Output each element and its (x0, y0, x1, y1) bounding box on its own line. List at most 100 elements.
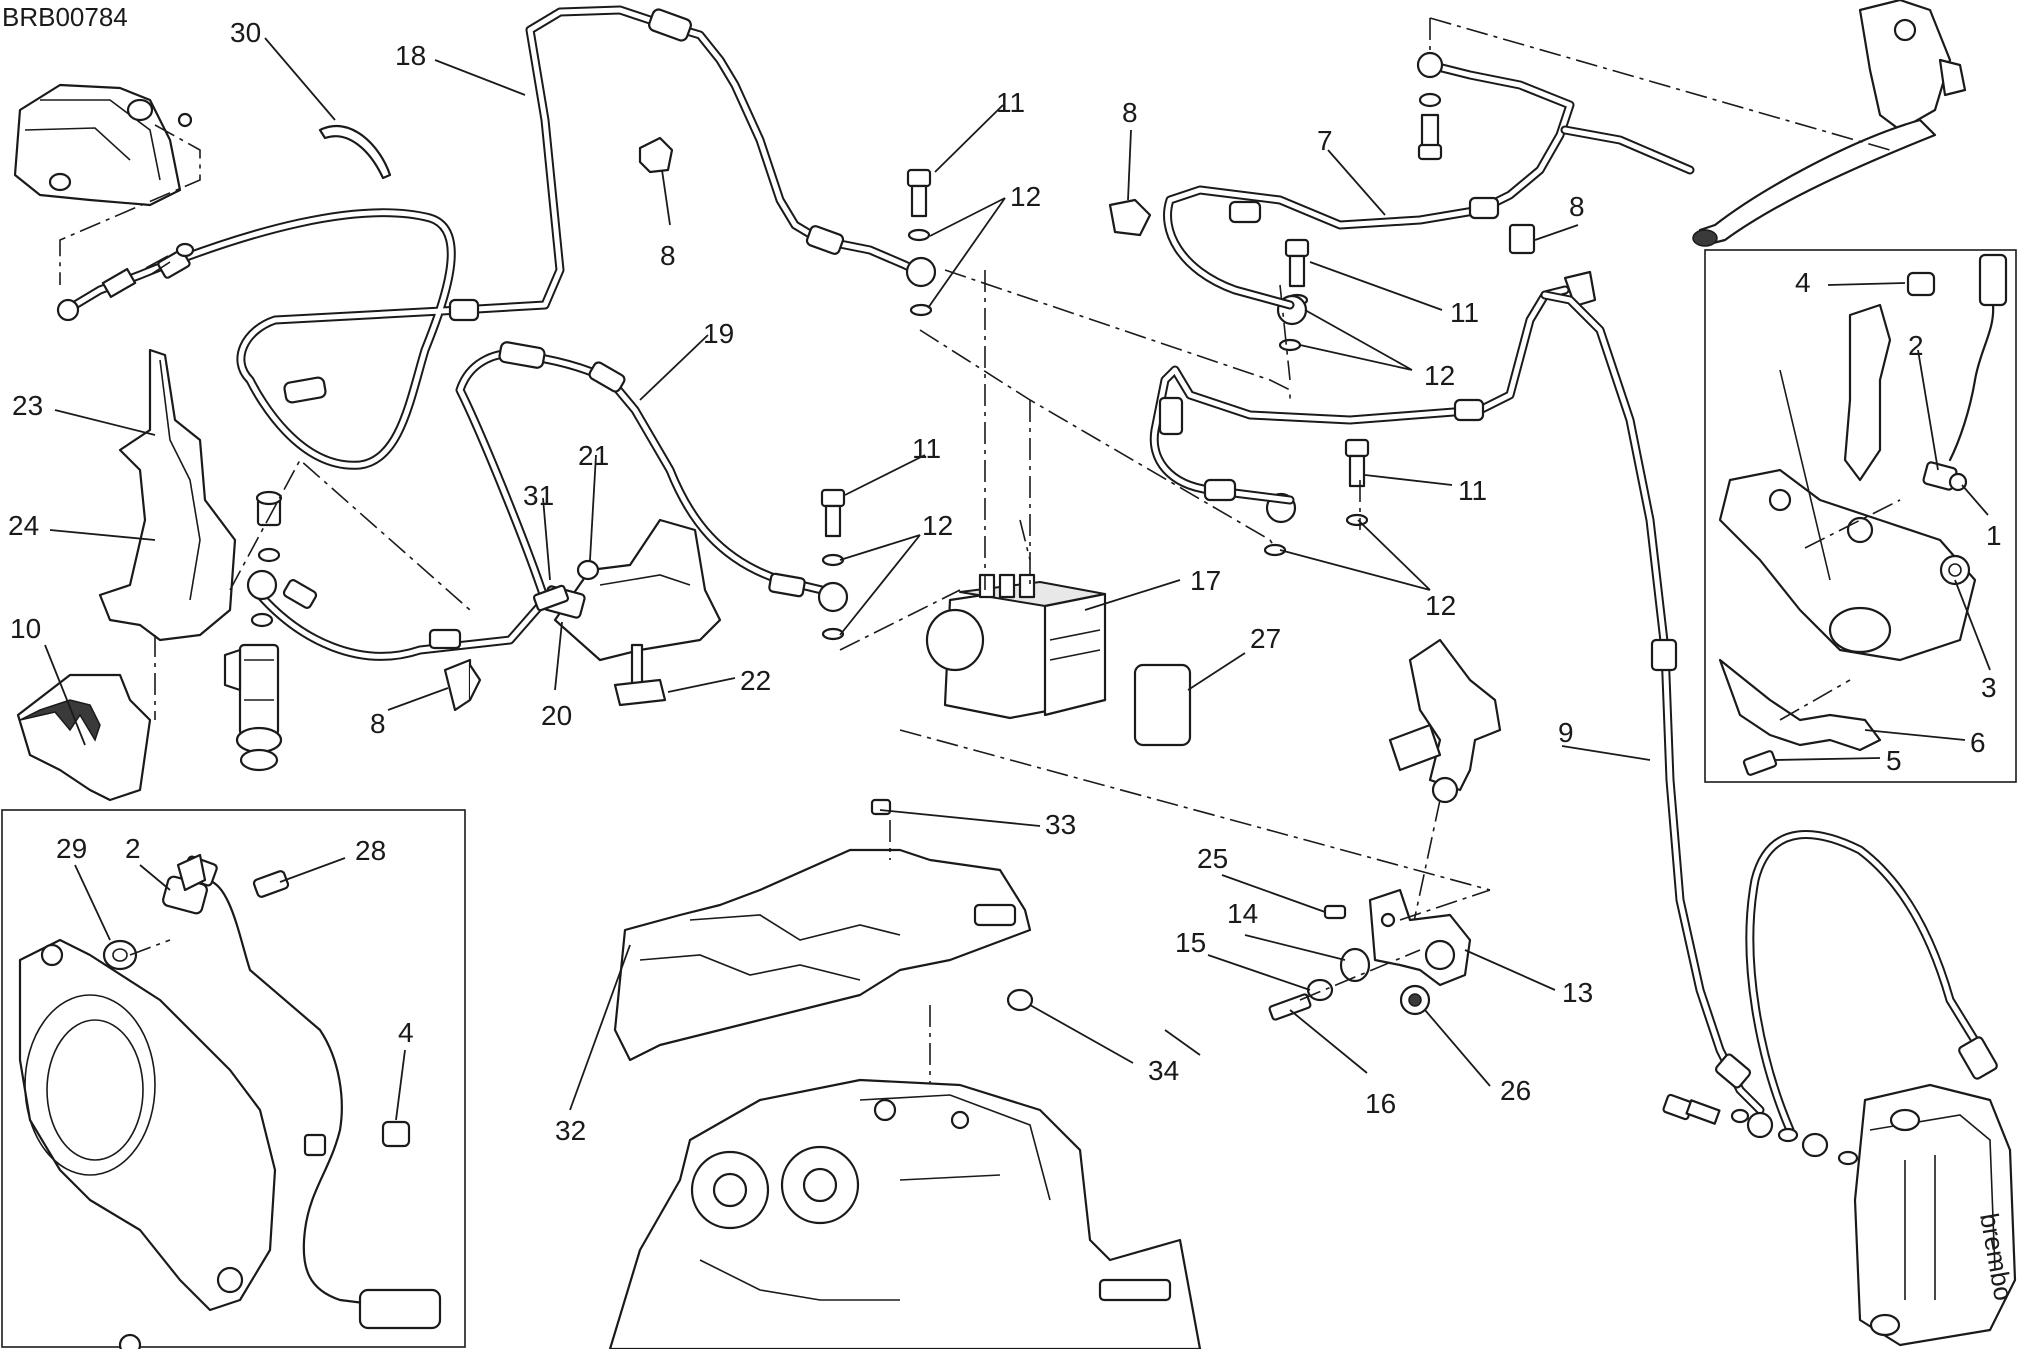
abs-unit-cover (1133, 663, 1192, 747)
callout-8: 8 (1122, 97, 1138, 128)
hose-clip-8c (1108, 198, 1152, 237)
callout-19: 19 (703, 318, 734, 349)
callout-2: 2 (1908, 330, 1924, 361)
assembly-line (1409, 799, 1441, 941)
callout-12: 12 (922, 510, 953, 541)
callout-16: 16 (1365, 1088, 1396, 1119)
rear-master-cylinder (223, 643, 283, 772)
rear-master-banjo (246, 490, 283, 628)
rear-brake-hose (56, 5, 930, 470)
assembly-line (889, 820, 931, 1085)
hose-clip-8b (443, 658, 482, 712)
callout-32: 32 (555, 1115, 586, 1146)
callout-24: 24 (8, 510, 39, 541)
assembly-line (1299, 949, 1421, 1001)
callout-14: 14 (1227, 898, 1258, 929)
callout-27: 27 (1250, 623, 1281, 654)
engine-cover (613, 848, 1032, 1062)
fork-line (1779, 369, 1831, 581)
cable-clip-4a (1906, 271, 1936, 297)
rear-wheel-speed-sensor (162, 853, 442, 1330)
banjo-bolt-11c (1276, 238, 1310, 352)
heel-guard (98, 348, 237, 642)
spacer-15 (1306, 978, 1334, 1002)
front-sensor-bolt-5 (1742, 750, 1778, 776)
assembly-line (1399, 889, 1491, 921)
callout-1: 1 (1986, 520, 2002, 551)
callout-34: 34 (1148, 1055, 1179, 1086)
callout-30: 30 (230, 17, 261, 48)
grommet-21 (576, 559, 600, 581)
callout-7: 7 (1317, 125, 1333, 156)
screw-16 (1268, 993, 1312, 1021)
front-caliper-banjo (1662, 1093, 1859, 1166)
rear-wheel-sensor-detail-box (1, 809, 466, 1348)
callout-25: 25 (1197, 843, 1228, 874)
callout-28: 28 (355, 835, 386, 866)
front-master-banjo (1416, 51, 1444, 161)
cable-clip-4b (381, 1120, 411, 1148)
callout-31: 31 (523, 480, 554, 511)
bush-34 (1006, 988, 1034, 1012)
abs-support-bracket (1388, 638, 1502, 804)
callout-numbers: 30 18 8 11 12 8 7 8 11 12 19 11 12 11 12… (8, 17, 2002, 1146)
assembly-line (229, 458, 471, 611)
callout-12: 12 (1425, 590, 1456, 621)
front-sensor-cable-guide (1718, 658, 1882, 752)
bracket-13 (1368, 888, 1472, 987)
leader-lines (44, 37, 1991, 1121)
front-abs-hose (1149, 285, 1570, 505)
callout-8: 8 (370, 708, 386, 739)
hose-clip-8a (638, 136, 674, 174)
rear-banjo-bolt (145, 242, 195, 279)
sensor-bolt-28 (252, 870, 290, 898)
grommet-26 (1399, 984, 1431, 1016)
callout-4: 4 (398, 1017, 414, 1048)
callout-8: 8 (660, 240, 676, 271)
screw-33 (870, 798, 892, 816)
callout-5: 5 (1886, 745, 1902, 776)
callout-11: 11 (1450, 297, 1479, 328)
callout-6: 6 (1970, 727, 1986, 758)
assembly-line (1779, 499, 1901, 721)
assembly-line (839, 589, 961, 651)
banjo-bolt-11a (905, 168, 937, 317)
assembly-line (129, 939, 171, 956)
assembly-line (1019, 519, 1031, 561)
front-wheel-speed-sensor (1922, 253, 2008, 492)
callout-21: 21 (578, 440, 609, 471)
callout-8: 8 (1569, 191, 1585, 222)
callout-26: 26 (1500, 1075, 1531, 1106)
front-master-cylinder (1692, 0, 1967, 247)
callout-10: 10 (10, 613, 41, 644)
rear-brake-caliper (13, 83, 193, 207)
footrest-plate (16, 673, 152, 802)
callout-13: 13 (1562, 977, 1593, 1008)
hose-clamp (318, 124, 392, 180)
callout-15: 15 (1175, 927, 1206, 958)
callout-17: 17 (1190, 565, 1221, 596)
callout-11: 11 (1458, 475, 1487, 506)
master-cylinder-hose (255, 341, 835, 661)
callout-11: 11 (996, 87, 1025, 118)
rubber-mount-14 (1339, 947, 1371, 983)
callout-12: 12 (1010, 181, 1041, 212)
callout-22: 22 (740, 665, 771, 696)
front-brake-caliper: brembo (1853, 1083, 2018, 1347)
callout-11: 11 (912, 433, 941, 464)
front-wheel-sensor-detail-box (1704, 249, 2017, 783)
callout-3: 3 (1981, 672, 1997, 703)
engine-block (608, 1078, 1202, 1349)
front-caliper-hose-2 (1745, 830, 1998, 1135)
banjo-bolt-11b (817, 488, 849, 641)
abs-bracket (542, 518, 722, 662)
callout-12: 12 (1424, 360, 1455, 391)
callout-18: 18 (395, 40, 426, 71)
front-master-hose (1163, 53, 1695, 310)
screw-22 (613, 643, 667, 707)
assembly-line (1429, 17, 1891, 151)
spacer-29 (102, 939, 138, 971)
front-fork-leg (1718, 303, 1977, 662)
callout-9: 9 (1558, 717, 1574, 748)
